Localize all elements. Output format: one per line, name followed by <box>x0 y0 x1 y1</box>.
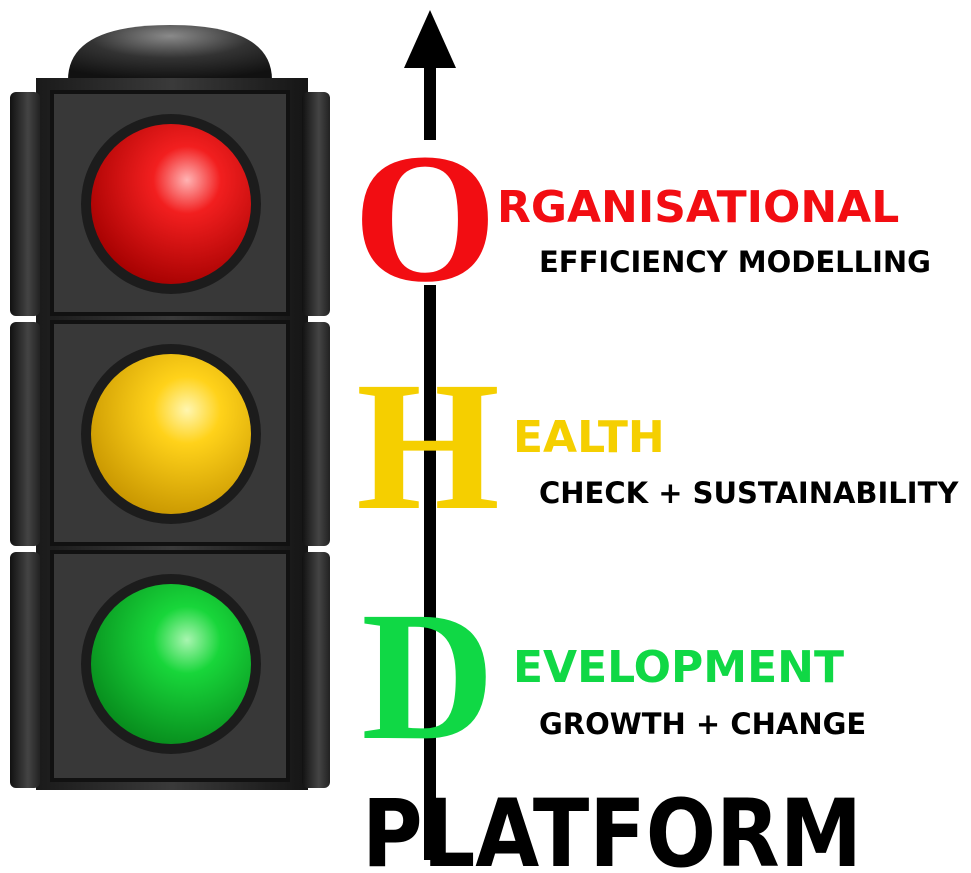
row-letter: D <box>361 574 495 779</box>
row-subtitle: GROWTH + CHANGE <box>539 707 866 741</box>
green-lamp <box>91 584 251 744</box>
row-word: EALTH <box>513 412 665 463</box>
row-subtitle: CHECK + SUSTAINABILITY <box>539 476 959 510</box>
red-lamp <box>91 124 251 284</box>
row-letter: H <box>356 344 500 549</box>
row-word: EVELOPMENT <box>513 642 844 693</box>
row-organisational: O RGANISATIONAL EFFICIENCY MODELLING <box>353 116 931 321</box>
row-word: RGANISATIONAL <box>497 182 899 233</box>
row-health: H EALTH CHECK + SUSTAINABILITY <box>356 344 959 549</box>
traffic-light-icon <box>10 25 330 790</box>
yellow-lamp <box>91 354 251 514</box>
row-development: D EVELOPMENT GROWTH + CHANGE <box>361 574 866 779</box>
row-letter: O <box>353 116 497 321</box>
platform-label: PLATFORM <box>362 780 862 873</box>
traffic-light-cap <box>68 25 272 80</box>
row-subtitle: EFFICIENCY MODELLING <box>539 245 931 279</box>
